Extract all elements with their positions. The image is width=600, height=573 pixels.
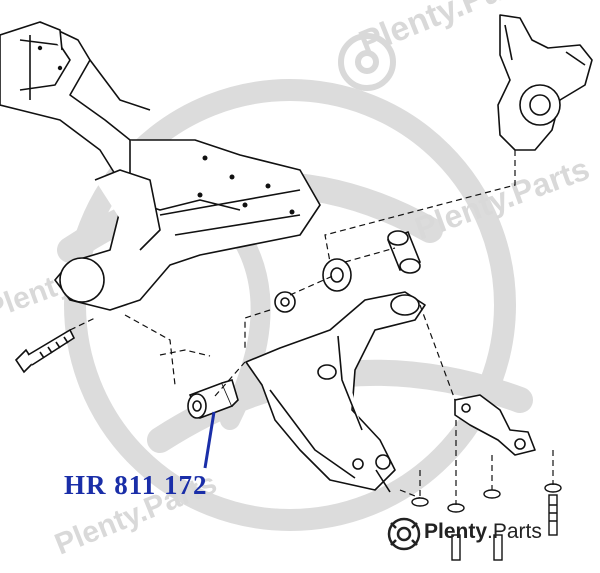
nut: [274, 291, 296, 313]
lower-control-arm: [245, 291, 426, 493]
brand-wordmark: Plenty.Parts: [424, 520, 542, 544]
bolt: [14, 328, 76, 374]
subframe-holes: [37, 45, 295, 215]
part-pointer: [203, 411, 216, 469]
brand-suffix: .Parts: [487, 520, 542, 543]
bracket: [454, 394, 536, 456]
steering-knuckle: [497, 14, 593, 151]
part-number-label: HR 811 172: [64, 470, 208, 500]
brake-disc-logo-icon: [387, 517, 421, 551]
watermark-disc-icon: [338, 33, 396, 91]
assembly-lines: [69, 150, 554, 505]
bushing-rubber: [386, 230, 422, 274]
front-bushing: [187, 379, 239, 420]
bushing-upper: [322, 258, 352, 292]
subframe: [0, 21, 321, 311]
brand-name: Plenty: [424, 520, 488, 543]
